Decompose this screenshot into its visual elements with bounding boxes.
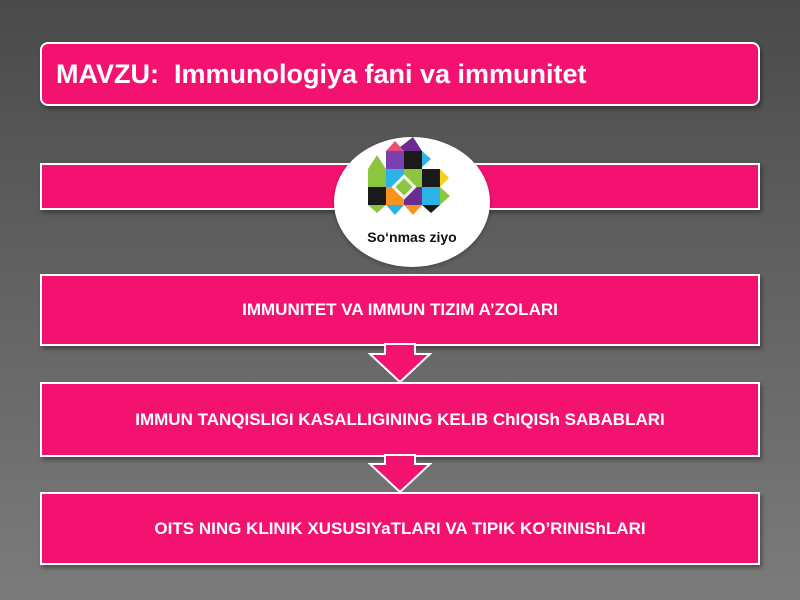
slide-title: MAVZU: Immunologiya fani va immunitet: [56, 58, 587, 89]
step-label-2: IMMUN TANQISLIGI KASALLIGINING KELIB ChI…: [135, 409, 665, 429]
down-arrow-icon: [367, 454, 433, 494]
title-box: MAVZU: Immunologiya fani va immunitet: [40, 42, 760, 106]
logo: So‘nmas ziyo: [334, 137, 490, 267]
step-box-1: IMMUNITET VA IMMUN TIZIM A’ZOLARI: [40, 274, 760, 346]
step-box-2: IMMUN TANQISLIGI KASALLIGINING KELIB ChI…: [40, 382, 760, 457]
logo-text: So‘nmas ziyo: [367, 229, 457, 245]
step-box-3: OITS NING KLINIK XUSUSIYaTLARI VA TIPIK …: [40, 492, 760, 565]
down-arrow-icon: [367, 343, 433, 384]
logo-mosaic-icon: [368, 137, 450, 215]
step-label-3: OITS NING KLINIK XUSUSIYaTLARI VA TIPIK …: [154, 518, 646, 538]
step-label-1: IMMUNITET VA IMMUN TIZIM A’ZOLARI: [242, 300, 558, 319]
